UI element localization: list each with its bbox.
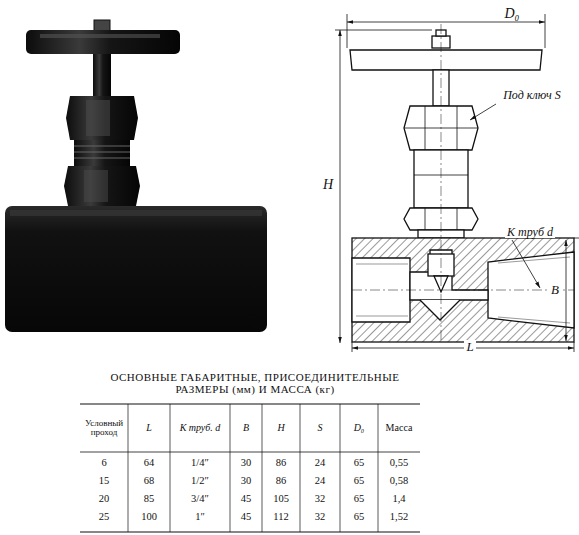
table-header: К труб. d [172, 423, 228, 434]
table-cell: 30 [241, 475, 252, 486]
table-title: ОСНОВНЫЕ ГАБАРИТНЫЕ, ПРИСОЕДИНИТЕЛЬНЫЕ Р… [95, 372, 415, 395]
table-header: Масса [380, 423, 418, 434]
table-header: B [232, 423, 260, 434]
table-cell: 32 [315, 493, 326, 504]
table-header: Условный проход [82, 419, 126, 438]
table-header: L [130, 423, 168, 434]
table-cell: 24 [315, 457, 326, 468]
valve-section-drawing [335, 14, 579, 352]
table-cell: 24 [315, 475, 326, 486]
table-cell: 65 [354, 493, 365, 504]
table-cell: 86 [276, 475, 287, 486]
table-cell: 3/4″ [191, 493, 209, 504]
table-cell: 1″ [195, 511, 205, 522]
table-cell: 32 [315, 511, 326, 522]
table-cell: 1,52 [390, 511, 408, 522]
table-cell: 1,4 [392, 493, 405, 504]
table-grid [80, 404, 420, 532]
table-cell: 6 [101, 457, 106, 468]
table-cell: 65 [354, 457, 365, 468]
table-cell: 15 [99, 475, 110, 486]
dimension-label: D₀ [503, 7, 522, 22]
table-cell: 20 [99, 493, 110, 504]
table-cell: 65 [354, 475, 365, 486]
table-cell: 45 [241, 493, 252, 504]
table-cell: 45 [241, 511, 252, 522]
table-cell: 30 [241, 457, 252, 468]
table-cell: 100 [141, 511, 157, 522]
callout-label: Под ключ S [501, 89, 563, 102]
table-cell: 112 [273, 511, 288, 522]
table-cell: 0,58 [390, 475, 408, 486]
table-cell: 0,55 [390, 457, 408, 468]
valve-photo [5, 20, 267, 332]
table-header: S [302, 423, 338, 434]
dimension-label: B [549, 283, 561, 297]
table-cell: 105 [273, 493, 289, 504]
table-header: D₀ [342, 423, 376, 434]
table-cell: 1/4″ [191, 457, 209, 468]
table-cell: 25 [99, 511, 110, 522]
table-header: H [264, 423, 298, 434]
callout-label: К труб d [505, 226, 555, 239]
table-cell: 65 [354, 511, 365, 522]
table-cell: 86 [276, 457, 287, 468]
dimension-label: H [321, 178, 335, 193]
table-cell: 1/2″ [191, 475, 209, 486]
table-cell: 64 [144, 457, 155, 468]
table-cell: 85 [144, 493, 155, 504]
table-cell: 68 [144, 475, 155, 486]
dimension-label: L [464, 340, 475, 354]
